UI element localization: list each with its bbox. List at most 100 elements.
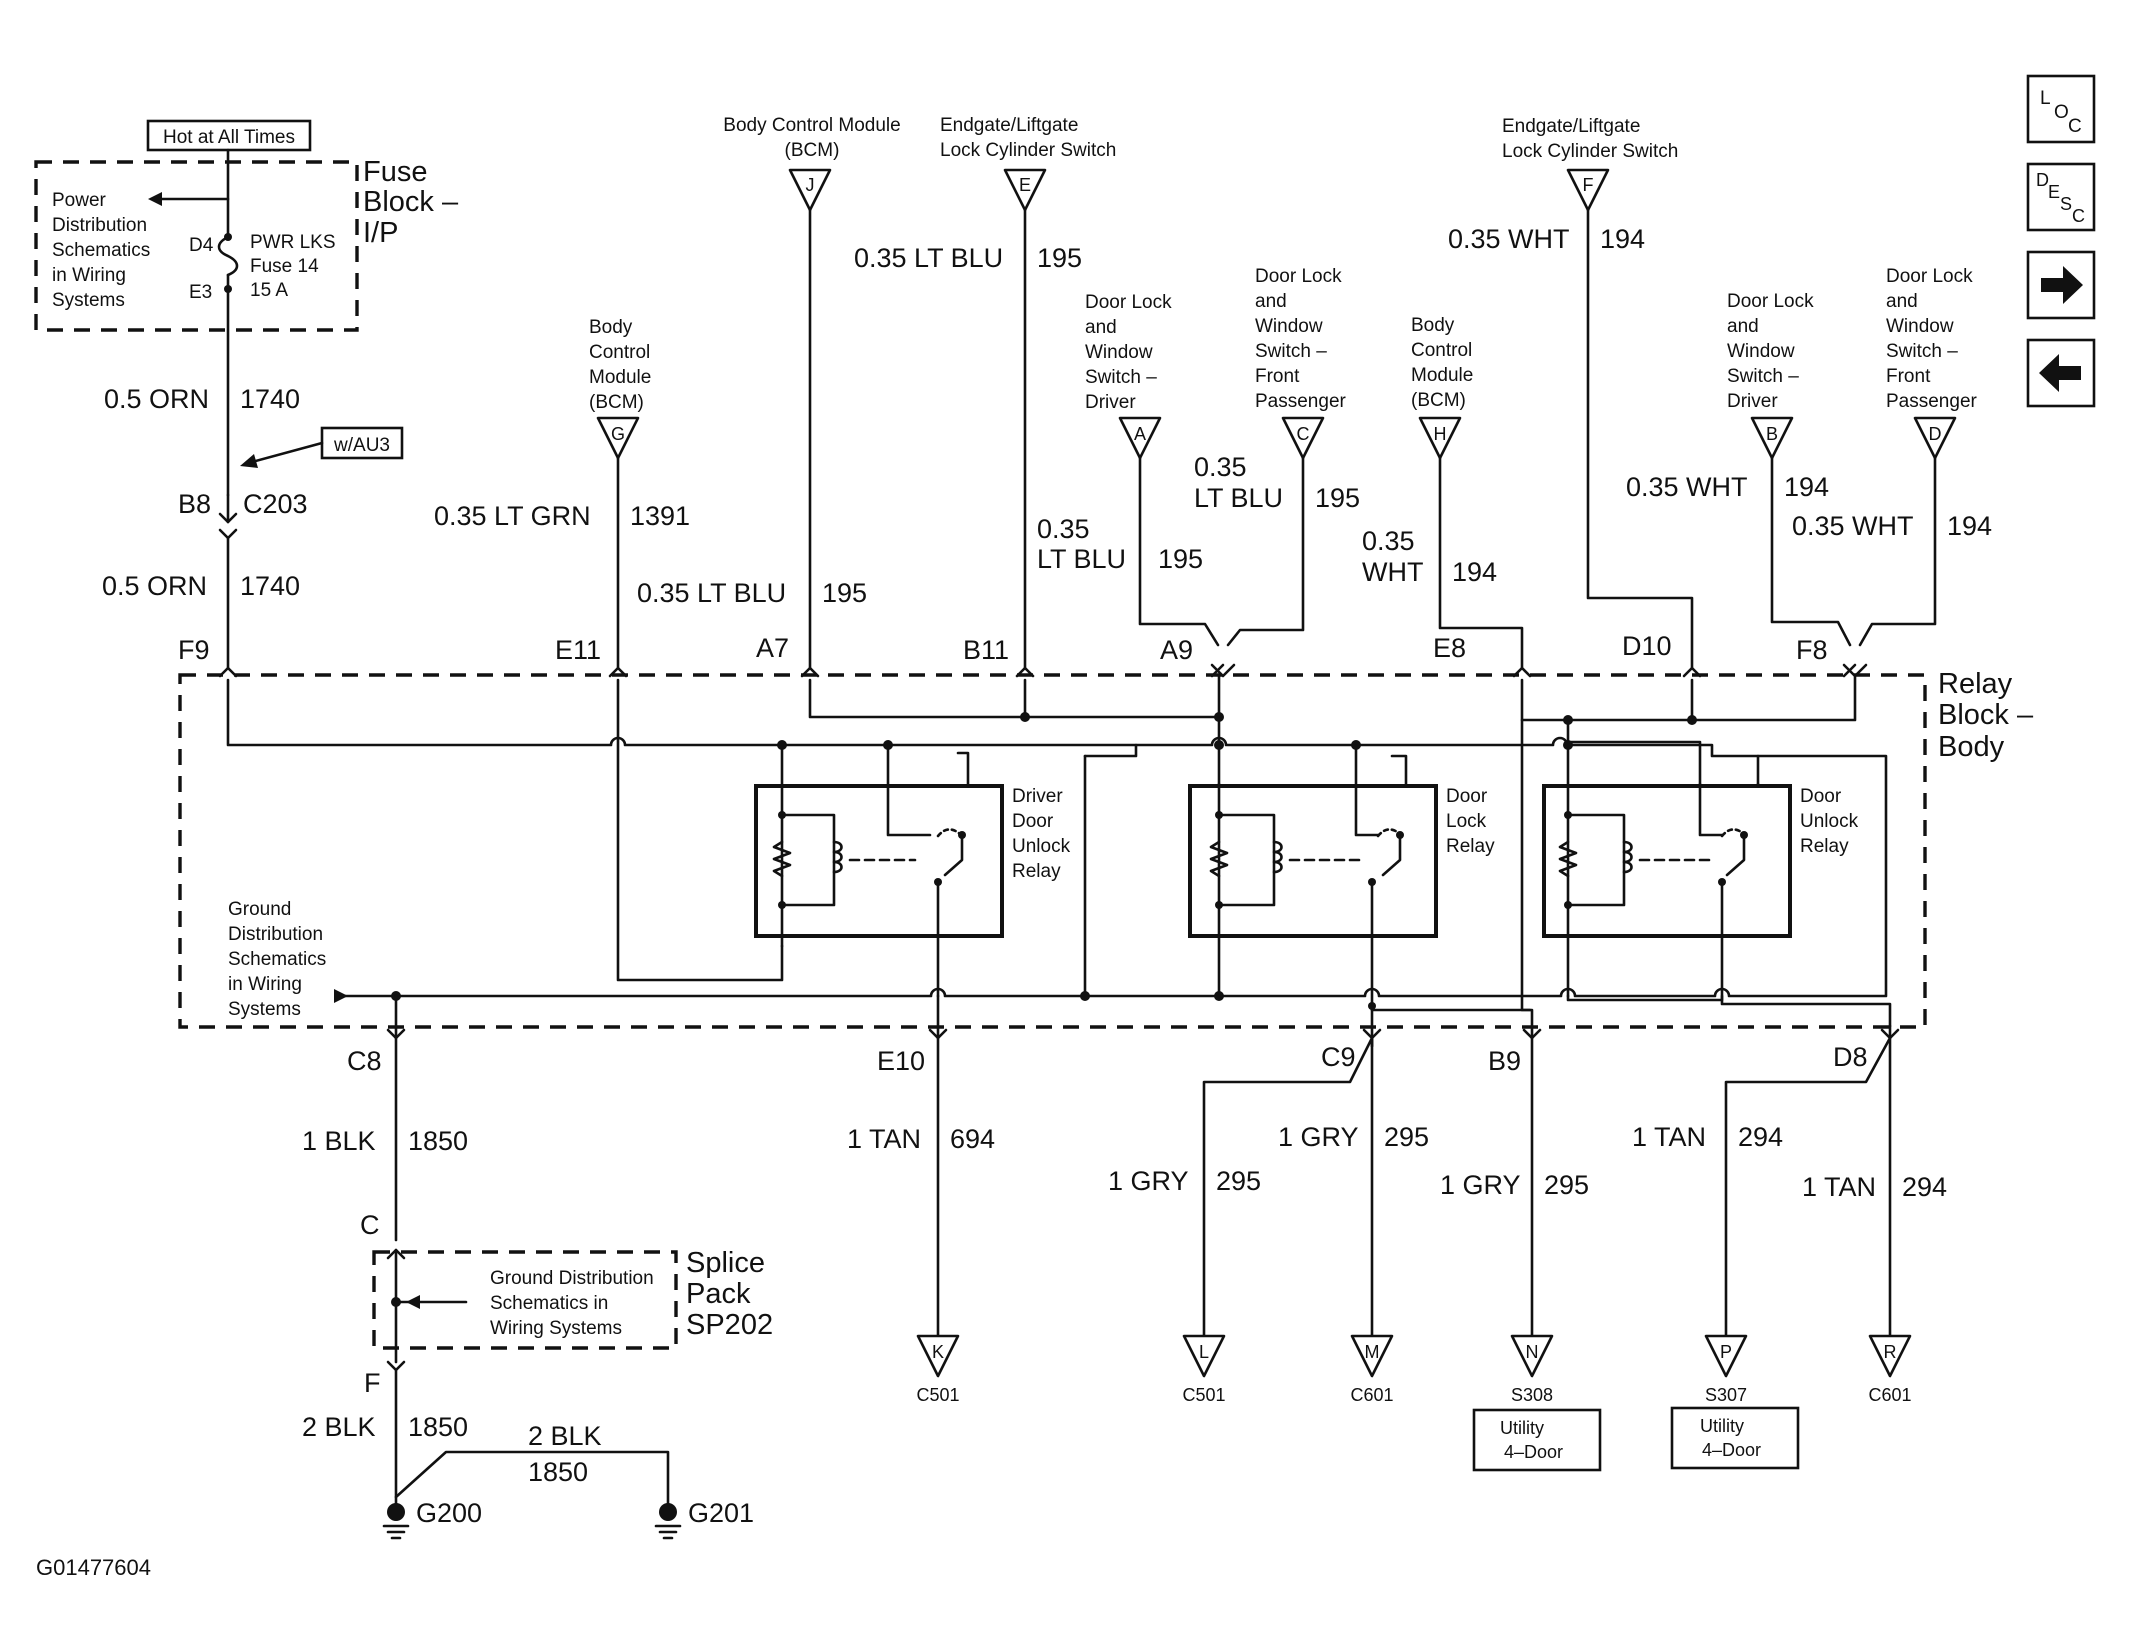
svg-text:Body: Body <box>1411 315 1455 336</box>
svg-text:Utility: Utility <box>1500 1418 1544 1438</box>
svg-text:Relay: Relay <box>1012 861 1061 882</box>
figure-id: G01477604 <box>36 1555 151 1580</box>
connector-c <box>1281 416 1325 460</box>
arrow-icon <box>240 454 258 468</box>
svg-text:Lock Cylinder Switch: Lock Cylinder Switch <box>940 140 1116 161</box>
svg-text:Passenger: Passenger <box>1886 391 1978 412</box>
hot-at-all-times-box: Hot at All Times <box>146 119 312 152</box>
wire-label: LT BLU <box>1194 483 1283 513</box>
svg-text:C501: C501 <box>1182 1385 1225 1405</box>
wire-label: 2 BLK <box>528 1421 602 1451</box>
prev-arrow-button[interactable] <box>2026 338 2096 408</box>
svg-text:Schematics: Schematics <box>52 240 150 261</box>
wire-number: 194 <box>1452 557 1497 587</box>
desc-s: S <box>2060 194 2072 214</box>
svg-text:Utility: Utility <box>1700 1416 1744 1436</box>
conn-c203: C203 <box>243 489 308 519</box>
wire-number: 1391 <box>630 501 690 531</box>
wire-number: 1740 <box>240 384 300 414</box>
svg-text:Schematics: Schematics <box>228 949 326 970</box>
connector-d <box>1913 416 1957 460</box>
svg-text:A: A <box>1134 424 1146 444</box>
svg-text:Block –: Block – <box>363 186 459 218</box>
svg-text:Window: Window <box>1727 341 1795 362</box>
svg-text:Control: Control <box>1411 340 1472 361</box>
coil-icon <box>1272 840 1283 874</box>
wire-label: 0.35 LT BLU <box>637 578 786 608</box>
next-arrow-button[interactable] <box>2026 250 2096 320</box>
wire-number: 295 <box>1544 1170 1589 1200</box>
svg-text:and: and <box>1886 291 1918 312</box>
fuse-block-outline <box>34 160 359 332</box>
svg-text:I/P: I/P <box>363 217 398 249</box>
wire-label: 0.35 WHT <box>1792 511 1914 541</box>
svg-text:15 A: 15 A <box>250 280 288 301</box>
svg-text:Body: Body <box>589 317 633 338</box>
svg-text:E: E <box>1019 175 1031 195</box>
wire-label: 1 GRY <box>1440 1170 1521 1200</box>
svg-text:G: G <box>611 424 625 444</box>
svg-text:Body: Body <box>1938 731 2005 763</box>
svg-text:M: M <box>1365 1342 1380 1362</box>
svg-text:P: P <box>1720 1342 1732 1362</box>
arrow-left-icon <box>148 192 162 206</box>
svg-text:Driver: Driver <box>1085 392 1136 413</box>
wire-label: LT BLU <box>1037 544 1126 574</box>
svg-text:E8: E8 <box>1433 633 1466 663</box>
svg-text:F: F <box>1583 175 1594 195</box>
svg-text:(BCM): (BCM) <box>589 392 644 413</box>
wire-label: 0.5 ORN <box>104 384 209 414</box>
wire-label: 1 GRY <box>1108 1166 1189 1196</box>
wire-label: 0.35 <box>1362 526 1415 556</box>
resistor-icon <box>1558 840 1578 878</box>
svg-text:4–Door: 4–Door <box>1504 1442 1563 1462</box>
loc-button[interactable]: L O C <box>2026 74 2096 144</box>
connector-n <box>1510 1334 1554 1378</box>
dlw-d-label: Door Lock and Window Switch – Front Pass… <box>1886 266 1978 412</box>
svg-text:Switch –: Switch – <box>1255 341 1327 362</box>
splice-pin-c: C <box>360 1210 380 1240</box>
svg-text:(BCM): (BCM) <box>1411 390 1466 411</box>
wire-label: 1 BLK <box>302 1126 376 1156</box>
svg-text:F9: F9 <box>178 635 210 665</box>
fuse-block-label: Fuse Block – I/P <box>363 156 459 249</box>
svg-text:Endgate/Liftgate: Endgate/Liftgate <box>940 115 1078 136</box>
svg-text:Door: Door <box>1446 786 1488 807</box>
svg-text:Switch –: Switch – <box>1085 367 1157 388</box>
svg-text:A7: A7 <box>756 633 789 663</box>
wire-label: 2 BLK <box>302 1412 376 1442</box>
ground-distribution-note: Ground Distribution Schematics in Wiring… <box>228 899 326 1020</box>
svg-text:in Wiring: in Wiring <box>52 265 126 286</box>
wire-label: 0.35 <box>1194 452 1247 482</box>
svg-text:D: D <box>1929 424 1942 444</box>
wire-number: 194 <box>1947 511 1992 541</box>
door-unlock-relay <box>1542 715 1792 998</box>
svg-text:Unlock: Unlock <box>1800 811 1859 832</box>
wau3-note: w/AU3 <box>320 426 404 460</box>
splice-pack-label: Splice Pack SP202 <box>686 1247 773 1341</box>
connector-l <box>1182 1334 1226 1378</box>
svg-text:Unlock: Unlock <box>1012 836 1071 857</box>
bcm-h-label: Body Control Module (BCM) <box>1411 315 1473 411</box>
dlw-c-label: Door Lock and Window Switch – Front Pass… <box>1255 266 1347 412</box>
svg-text:Distribution: Distribution <box>228 924 323 945</box>
svg-text:Systems: Systems <box>228 999 301 1020</box>
resistor-icon <box>772 840 792 878</box>
wire-number: 1850 <box>408 1412 468 1442</box>
wire-label: 0.35 LT GRN <box>434 501 591 531</box>
svg-text:Door Lock: Door Lock <box>1255 266 1342 287</box>
desc-e: E <box>2048 182 2060 202</box>
svg-text:N: N <box>1526 1342 1539 1362</box>
coil-icon <box>1622 840 1633 874</box>
svg-text:Ground Distribution: Ground Distribution <box>490 1268 654 1289</box>
fuse-label: PWR LKS Fuse 14 15 A <box>250 232 336 301</box>
svg-text:C9: C9 <box>1321 1042 1356 1072</box>
svg-text:C501: C501 <box>916 1385 959 1405</box>
desc-button[interactable]: D E S C <box>2026 162 2096 232</box>
utility-note-1: Utility 4–Door <box>1472 1408 1602 1472</box>
svg-text:F8: F8 <box>1796 635 1828 665</box>
ground-g200-icon <box>382 1503 410 1540</box>
relay-block-label: Relay Block – Body <box>1938 668 2034 763</box>
svg-text:in Wiring: in Wiring <box>228 974 302 995</box>
